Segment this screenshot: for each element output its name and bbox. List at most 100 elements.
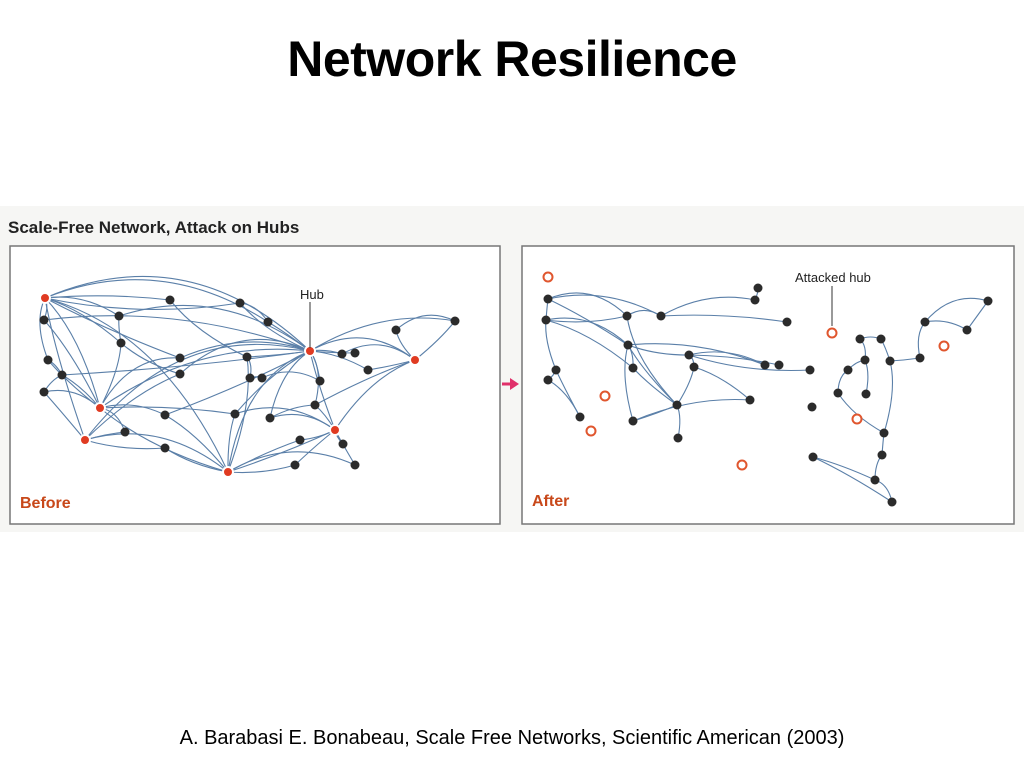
network-node bbox=[39, 315, 49, 325]
before-edge bbox=[44, 297, 101, 409]
removed-hub-node bbox=[542, 271, 554, 283]
before-edge bbox=[227, 464, 296, 474]
before-edge bbox=[234, 407, 336, 431]
network-node bbox=[551, 365, 561, 375]
network-node bbox=[338, 439, 348, 449]
network-node bbox=[315, 376, 325, 386]
before-edge bbox=[44, 297, 241, 310]
network-node bbox=[807, 402, 817, 412]
network-node bbox=[877, 450, 887, 460]
transition-arrow bbox=[502, 378, 519, 390]
network-node bbox=[350, 460, 360, 470]
network-node bbox=[450, 316, 460, 326]
network-node bbox=[337, 349, 347, 359]
after-edge bbox=[688, 354, 780, 366]
network-node bbox=[684, 350, 694, 360]
network-node bbox=[290, 460, 300, 470]
after-edge bbox=[632, 398, 751, 422]
after-edge bbox=[812, 456, 893, 503]
before-edge bbox=[99, 404, 166, 416]
network-figure: Scale-Free Network, Attack on Hubs Hub A… bbox=[0, 206, 1024, 532]
network-node bbox=[265, 413, 275, 423]
network-node bbox=[782, 317, 792, 327]
before-edge bbox=[44, 295, 171, 301]
after-edge bbox=[624, 344, 634, 422]
before-edge bbox=[227, 356, 249, 473]
network-node bbox=[876, 334, 886, 344]
before-edge bbox=[118, 304, 311, 352]
before-edge bbox=[43, 319, 101, 409]
before-edge bbox=[395, 314, 456, 331]
before-edge bbox=[44, 297, 181, 359]
network-node bbox=[833, 388, 843, 398]
before-edge bbox=[44, 297, 229, 473]
after-panel-frame bbox=[521, 245, 1015, 525]
network-node bbox=[263, 317, 273, 327]
after-edge bbox=[924, 297, 989, 323]
before-edge bbox=[261, 371, 321, 382]
network-node bbox=[879, 428, 889, 438]
network-node bbox=[622, 311, 632, 321]
network-node bbox=[57, 370, 67, 380]
before-edge bbox=[227, 429, 336, 473]
before-edge bbox=[269, 350, 311, 419]
before-edges bbox=[39, 275, 456, 474]
network-node bbox=[175, 353, 185, 363]
network-node bbox=[885, 356, 895, 366]
network-node bbox=[160, 410, 170, 420]
network-node bbox=[673, 433, 683, 443]
network-node bbox=[745, 395, 755, 405]
network-node bbox=[672, 400, 682, 410]
hub-node bbox=[409, 354, 421, 366]
before-edge bbox=[99, 406, 236, 415]
network-node bbox=[860, 355, 870, 365]
before-edge bbox=[44, 297, 86, 441]
network-node bbox=[235, 298, 245, 308]
after-edge bbox=[547, 298, 629, 346]
before-edge bbox=[43, 315, 311, 352]
before-label: Before bbox=[20, 495, 71, 512]
network-diagram: Scale-Free Network, Attack on Hubs Hub A… bbox=[8, 218, 1015, 525]
network-node bbox=[983, 296, 993, 306]
network-node bbox=[543, 294, 553, 304]
attacked-hub-annotation: Attacked hub bbox=[795, 270, 871, 285]
network-node bbox=[543, 375, 553, 385]
hub-node bbox=[79, 434, 91, 446]
after-edge bbox=[693, 366, 751, 401]
slide-title: Network Resilience bbox=[287, 31, 737, 87]
network-node bbox=[962, 325, 972, 335]
network-node bbox=[165, 295, 175, 305]
network-node bbox=[656, 311, 666, 321]
after-edge bbox=[545, 317, 629, 346]
network-node bbox=[861, 389, 871, 399]
before-edge bbox=[61, 350, 311, 376]
removed-hub-node bbox=[585, 425, 597, 437]
before-edge bbox=[227, 350, 311, 473]
network-node bbox=[623, 340, 633, 350]
before-edge bbox=[99, 407, 229, 473]
citation: A. Barabasi E. Bonabeau, Scale Free Netw… bbox=[179, 727, 845, 749]
after-edge bbox=[883, 360, 894, 434]
network-node bbox=[160, 443, 170, 453]
network-node bbox=[245, 373, 255, 383]
before-edge bbox=[84, 433, 229, 473]
network-node bbox=[116, 338, 126, 348]
before-panel-frame bbox=[9, 245, 501, 525]
network-node bbox=[541, 315, 551, 325]
after-edge bbox=[660, 314, 788, 323]
network-node bbox=[774, 360, 784, 370]
hub-node bbox=[39, 292, 51, 304]
before-edge bbox=[99, 357, 181, 409]
network-node bbox=[363, 365, 373, 375]
after-edge bbox=[812, 456, 876, 481]
network-node bbox=[257, 373, 267, 383]
network-node bbox=[808, 452, 818, 462]
after-edge bbox=[660, 296, 756, 317]
before-edge bbox=[341, 344, 416, 361]
hub-node bbox=[94, 402, 106, 414]
network-node bbox=[43, 355, 53, 365]
before-edge bbox=[309, 317, 456, 352]
network-node bbox=[887, 497, 897, 507]
network-node bbox=[310, 400, 320, 410]
network-node bbox=[855, 334, 865, 344]
